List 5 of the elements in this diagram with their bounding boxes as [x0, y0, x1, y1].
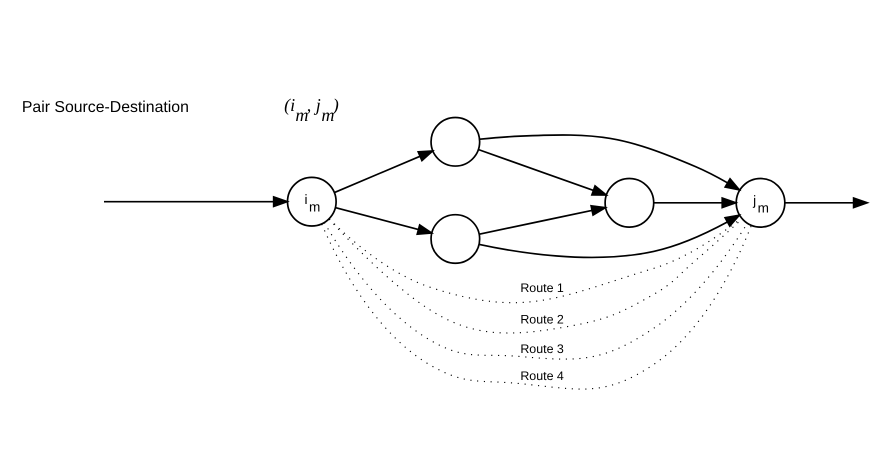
- edge-label: Route 3: [520, 341, 564, 356]
- label: Pair Source-Destination: [22, 98, 189, 116]
- edge-label: Route 2: [520, 312, 564, 326]
- edge-label: Route 1: [520, 280, 564, 294]
- edge-label: Route 4: [520, 368, 564, 383]
